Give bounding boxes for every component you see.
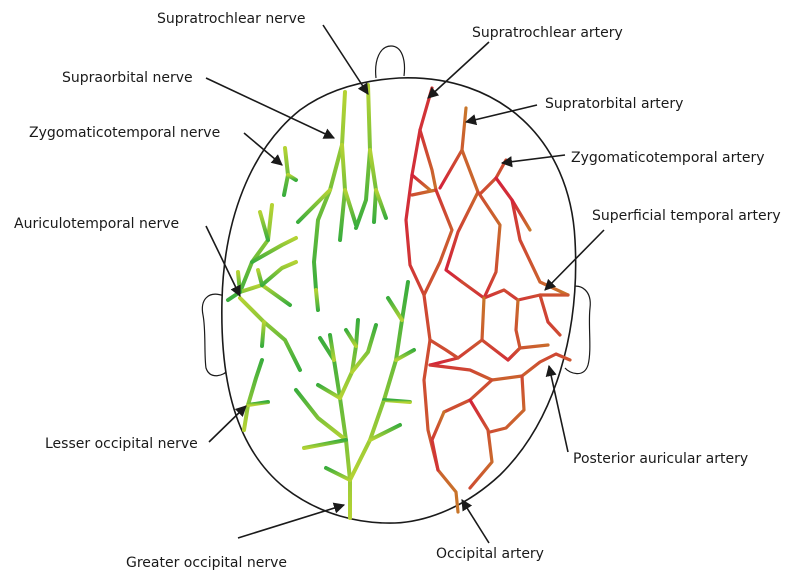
nose-outline: [376, 46, 405, 78]
posterior-auricular-artery-label: Posterior auricular artery: [573, 451, 748, 467]
supratrochlear-artery-label: Supratrochlear artery: [472, 25, 623, 41]
auriculotemporal-nerve-label: Auriculotemporal nerve: [14, 216, 179, 232]
greater-occipital-nerve-label: Greater occipital nerve: [126, 555, 287, 571]
supraorbital-nerve-label: Supraorbital nerve: [62, 70, 193, 86]
supratrochlear-nerve-label: Supratrochlear nerve: [157, 11, 305, 27]
zygomaticotemporal-nerve-label: Zygomaticotemporal nerve: [29, 125, 220, 141]
supratrochlear-nerve-leader: [323, 25, 368, 94]
zygomaticotemporal-artery-label: Zygomaticotemporal artery: [571, 150, 765, 166]
greater-occipital-nerve-leader: [238, 505, 344, 538]
supraorbital-artery-label: Supratorbital artery: [545, 96, 683, 112]
superficial-temporal-artery-label: Superficial temporal artery: [592, 208, 781, 224]
occipital-artery-label: Occipital artery: [436, 546, 544, 562]
lesser-occipital-nerve-label: Lesser occipital nerve: [45, 436, 198, 452]
occipital-artery-leader: [462, 500, 489, 543]
